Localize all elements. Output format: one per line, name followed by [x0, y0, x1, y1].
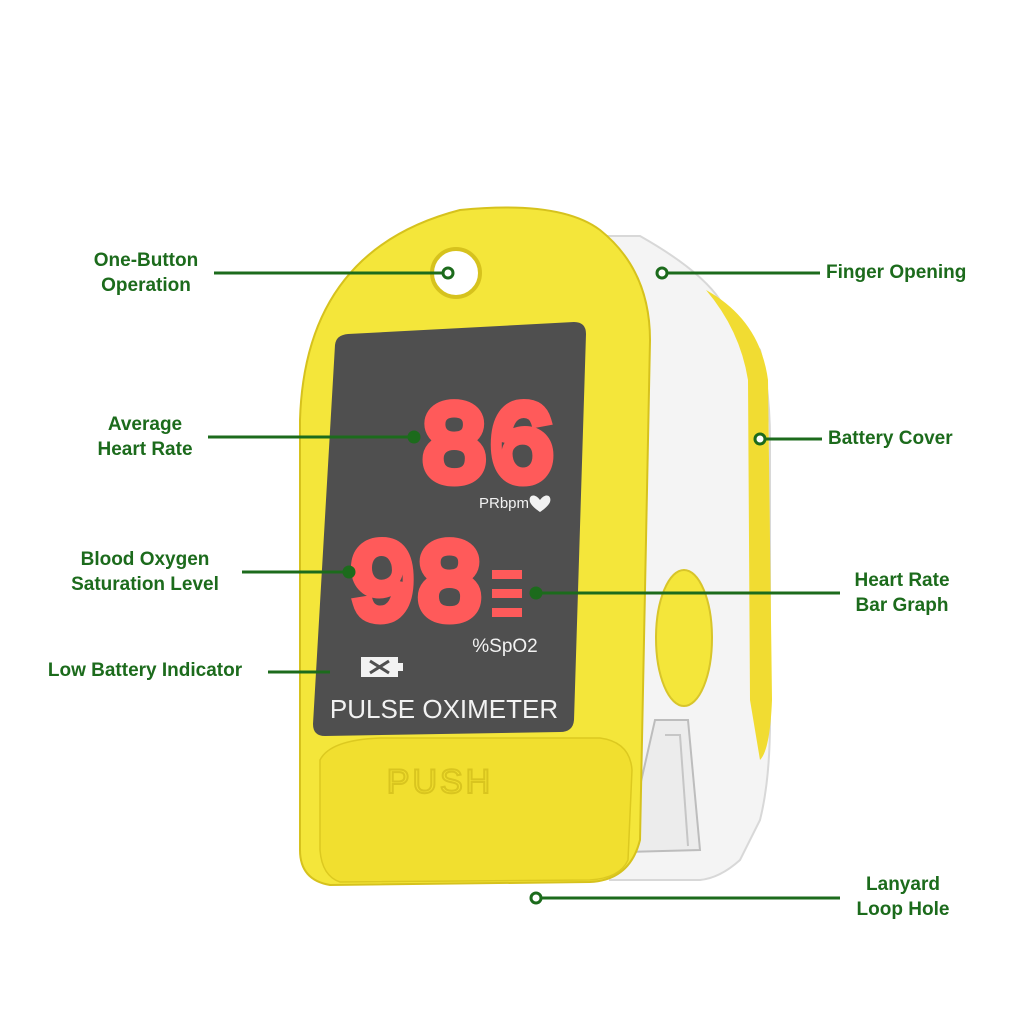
callout-low-battery: Low Battery Indicator	[27, 658, 263, 683]
callout-average-heart-rate: Average Heart Rate	[70, 412, 220, 462]
battery-low-icon	[361, 657, 403, 677]
callout-line: Lanyard	[866, 874, 940, 895]
leader-lines	[208, 271, 840, 900]
callout-lanyard: Lanyard Loop Hole	[842, 872, 964, 922]
leader-dot	[441, 266, 455, 280]
heart-icon	[529, 495, 551, 512]
push-panel	[319, 737, 633, 883]
callout-line: Saturation Level	[71, 574, 219, 595]
spo2-value: 98	[349, 525, 483, 652]
callout-finger-opening: Finger Opening	[826, 260, 1006, 285]
heart-rate-bar-graph	[492, 570, 522, 617]
leader-dots	[342, 266, 767, 905]
leader-dot	[529, 891, 543, 905]
bar-segment	[492, 570, 522, 579]
callout-line: Low Battery Indicator	[47, 660, 243, 681]
callout-line: Average	[107, 414, 183, 435]
battery-cover-strip	[706, 290, 772, 760]
leader-dot	[753, 432, 767, 446]
device-front: PUSH 86 PRbpm 98 %SpO2 PULSE OXIMETER	[299, 206, 652, 887]
heart-rate-unit: PRbpm	[479, 495, 529, 512]
bar-segment	[492, 589, 522, 598]
callout-line: One-Button	[93, 250, 199, 271]
bar-segment	[492, 608, 522, 617]
callout-line: Finger Opening	[826, 262, 967, 283]
callout-line: Heart Rate	[97, 439, 193, 460]
heart-rate-value: 86	[421, 387, 555, 514]
callout-line: Operation	[101, 275, 191, 296]
leader-dot	[655, 266, 669, 280]
callout-blood-oxygen: Blood Oxygen Saturation Level	[50, 547, 240, 597]
leader-dot	[407, 430, 421, 444]
callout-battery-cover: Battery Cover	[828, 426, 998, 451]
callout-bar-graph: Heart Rate Bar Graph	[840, 568, 964, 618]
display-screen	[313, 322, 586, 736]
callout-line: Battery Cover	[828, 428, 953, 449]
push-label: PUSH	[387, 763, 493, 801]
spo2-unit: %SpO2	[472, 636, 537, 657]
leader-dot	[529, 586, 543, 600]
callout-line: Blood Oxygen	[80, 549, 210, 570]
callout-one-button: One-Button Operation	[68, 248, 224, 298]
callout-line: Heart Rate	[854, 570, 950, 591]
callout-line: Loop Hole	[856, 899, 950, 920]
leader-dot	[342, 565, 356, 579]
side-button	[655, 569, 713, 707]
callout-line: Bar Graph	[855, 595, 949, 616]
brand-label: PULSE OXIMETER	[330, 694, 558, 724]
